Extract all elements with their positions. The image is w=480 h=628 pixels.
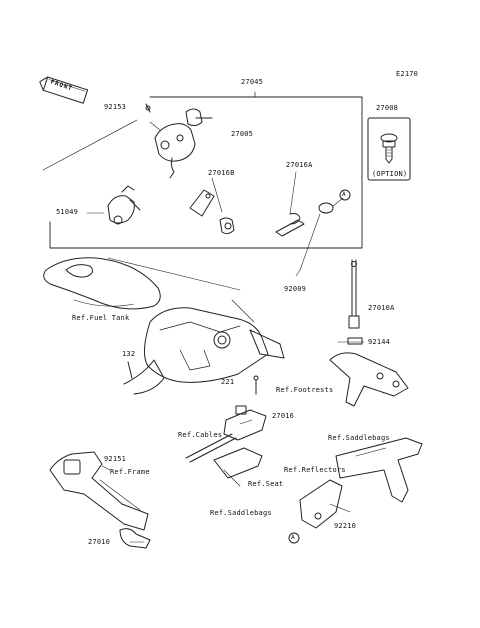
label-ref-seat: Ref.Seat: [248, 480, 284, 488]
label-option: (OPTION): [372, 170, 408, 178]
label-92151: 92151: [104, 455, 127, 463]
label-92144: 92144: [368, 338, 391, 346]
frame-lower-left: [49, 451, 151, 549]
label-92210: 92210: [334, 522, 357, 530]
key-27016a: [275, 171, 305, 237]
label-ref-reflectors: Ref.Reflectors: [284, 466, 346, 474]
marker-a-bottom: A: [291, 534, 295, 541]
label-92009: 92009: [284, 285, 307, 293]
diagram-code: E2170: [396, 70, 419, 78]
switch-27010a: [347, 259, 363, 345]
label-27005: 27005: [231, 130, 254, 138]
label-ref-saddlebags-top: Ref.Saddlebags: [328, 434, 390, 442]
option-key-box: [367, 117, 411, 181]
label-ref-fuel-tank: Ref.Fuel Tank: [72, 314, 130, 322]
group-bracket-27045: [42, 91, 363, 249]
label-221: 221: [221, 378, 235, 386]
lock-27016b: [189, 177, 235, 235]
key-cylinder: [295, 189, 351, 277]
fuel-tank: [43, 257, 241, 310]
label-27010: 27010: [88, 538, 111, 546]
screw-221: [253, 375, 259, 395]
switch-27016: [185, 405, 267, 487]
label-27010a: 27010A: [368, 304, 395, 312]
marker-a-top: A: [342, 191, 346, 198]
label-ref-footrests: Ref.Footrests: [276, 386, 334, 394]
label-132: 132: [122, 350, 136, 358]
label-27016b: 27016B: [208, 169, 235, 177]
label-ref-frame: Ref.Frame: [110, 468, 150, 476]
label-51049: 51049: [56, 208, 79, 216]
saddlebag-bracket: [288, 437, 423, 544]
label-27008: 27008: [376, 104, 399, 112]
label-92153: 92153: [104, 103, 127, 111]
label-27045: 27045: [241, 78, 264, 86]
bracket-right: [329, 341, 409, 407]
frame-center: [123, 299, 285, 395]
ignition-switch-27005: [145, 103, 213, 179]
label-27016a: 27016A: [286, 161, 313, 169]
label-27016: 27016: [272, 412, 295, 420]
label-ref-cables: Ref.Cables: [178, 431, 223, 439]
label-ref-saddlebags-bottom: Ref.Saddlebags: [210, 509, 272, 517]
lock-51049: [86, 185, 141, 225]
front-badge-arrow: [39, 76, 89, 104]
